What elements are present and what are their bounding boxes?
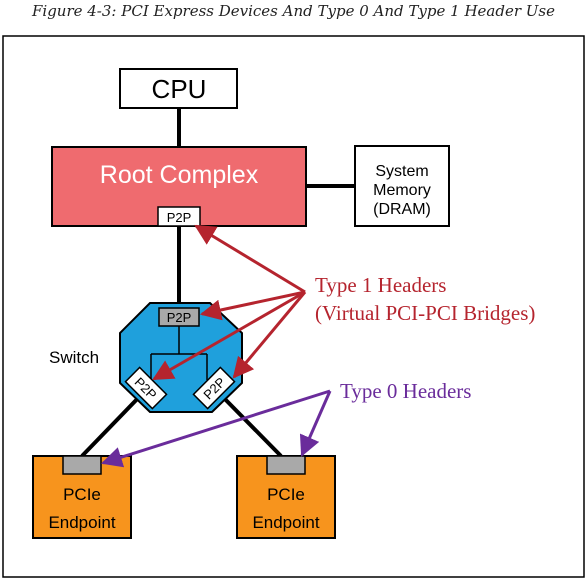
system-memory-line3: (DRAM) [373, 201, 431, 218]
system-memory-line1: System [375, 163, 428, 180]
cpu-box: CPU [119, 68, 238, 109]
root-p2p-port [157, 206, 201, 227]
type0-headers-label: Type 0 Headers [340, 379, 471, 403]
type0-arrow-to-left-endpoint [100, 389, 331, 468]
type1-headers-sublabel: (Virtual PCI-PCI Bridges) [315, 301, 535, 325]
type1-arrows [152, 224, 307, 381]
type0-arrow-to-right-endpoint [299, 390, 332, 457]
endpoint-left-line2: Endpoint [48, 513, 115, 532]
system-memory-box: System Memory (DRAM) [354, 145, 450, 227]
type0-arrows [100, 389, 332, 468]
switch-p2p-left-port [124, 366, 168, 410]
switch-p2p-right-port [192, 366, 236, 410]
type1-arrow-to-switch-right-p2p [232, 291, 307, 379]
type1-arrow-to-switch-left-p2p [152, 290, 306, 381]
endpoint-left-line1: PCIe [63, 485, 101, 504]
endpoint-left-port [62, 455, 102, 475]
root-p2p-label: P2P [167, 210, 192, 225]
figure-frame [2, 35, 585, 578]
switch-label: Switch [49, 348, 99, 367]
type1-arrow-to-switch-top-p2p [199, 290, 306, 321]
switch: P2P P2P P2P [119, 302, 243, 413]
root-complex: Root Complex P2P [51, 146, 307, 227]
cpu-label: CPU [152, 74, 207, 104]
switch-to-right-endpoint-link [216, 390, 283, 458]
switch-to-left-endpoint-link [80, 390, 146, 458]
type1-arrow-to-root-p2p [194, 224, 306, 294]
pcie-endpoint-right: PCIe Endpoint [236, 455, 336, 539]
endpoint-right-port [266, 455, 306, 475]
switch-p2p-top-port [158, 307, 200, 327]
switch-internal-bus [150, 325, 208, 380]
switch-p2p-top-label: P2P [167, 310, 192, 325]
figure-caption: Figure 4-3: PCI Express Devices And Type… [31, 2, 555, 20]
system-memory-line2: Memory [373, 182, 431, 199]
endpoint-right-line2: Endpoint [252, 513, 319, 532]
endpoint-right-line1: PCIe [267, 485, 305, 504]
type1-headers-label: Type 1 Headers [315, 273, 446, 297]
root-complex-label: Root Complex [100, 161, 259, 189]
pcie-endpoint-left: PCIe Endpoint [32, 455, 132, 539]
